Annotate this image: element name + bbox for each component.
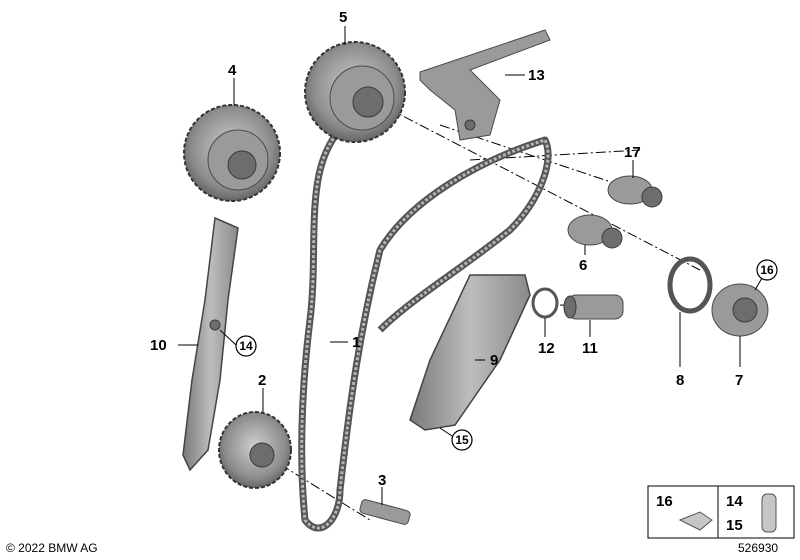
legend-box: 16 14 15 bbox=[647, 485, 795, 539]
legend-label-15: 15 bbox=[726, 517, 743, 534]
label-part-3: 3 bbox=[378, 472, 386, 489]
label-part-1: 1 bbox=[352, 334, 360, 351]
cover-7 bbox=[711, 283, 769, 337]
label-part-6: 6 bbox=[579, 257, 587, 274]
camshaft-adjuster-left bbox=[183, 104, 281, 202]
label-part-12: 12 bbox=[538, 340, 555, 357]
copyright-text: © 2022 BMW AG bbox=[6, 541, 98, 555]
sleeve-icon bbox=[761, 493, 777, 533]
svg-text:14: 14 bbox=[239, 339, 253, 353]
label-part-5: 5 bbox=[339, 9, 347, 26]
camshaft-adjuster-right bbox=[304, 41, 406, 143]
legend-label-16: 16 bbox=[656, 493, 673, 510]
label-part-10: 10 bbox=[150, 337, 167, 354]
diagram-number: 526930 bbox=[738, 541, 778, 555]
svg-text:16: 16 bbox=[760, 263, 774, 277]
label-part-8: 8 bbox=[676, 372, 684, 389]
central-bolt-6 bbox=[567, 214, 623, 249]
timing-chain bbox=[298, 117, 552, 532]
chain-guide-bracket bbox=[419, 29, 551, 141]
label-part-7: 7 bbox=[735, 372, 743, 389]
clip-icon bbox=[678, 511, 713, 531]
label-part-4: 4 bbox=[228, 62, 237, 79]
label-part-14-circled: 14 bbox=[235, 335, 257, 357]
sealing-ring-8 bbox=[667, 256, 713, 314]
svg-text:15: 15 bbox=[455, 433, 469, 447]
label-part-16-circled: 16 bbox=[756, 259, 778, 281]
o-ring-12 bbox=[531, 287, 559, 319]
label-part-17: 17 bbox=[624, 144, 641, 161]
oil-valve-17 bbox=[607, 175, 663, 208]
chain-tensioner-11 bbox=[563, 294, 624, 320]
guide-rail-10 bbox=[182, 216, 239, 472]
label-part-9: 9 bbox=[490, 352, 498, 369]
tensioning-rail-9 bbox=[409, 274, 531, 431]
legend-label-14: 14 bbox=[726, 493, 743, 510]
bolt-3 bbox=[359, 499, 411, 525]
crankshaft-sprocket-2 bbox=[218, 411, 292, 489]
label-part-11: 11 bbox=[582, 340, 598, 357]
label-part-15-circled: 15 bbox=[451, 429, 473, 451]
label-part-13: 13 bbox=[528, 67, 545, 84]
label-part-2: 2 bbox=[258, 372, 266, 389]
